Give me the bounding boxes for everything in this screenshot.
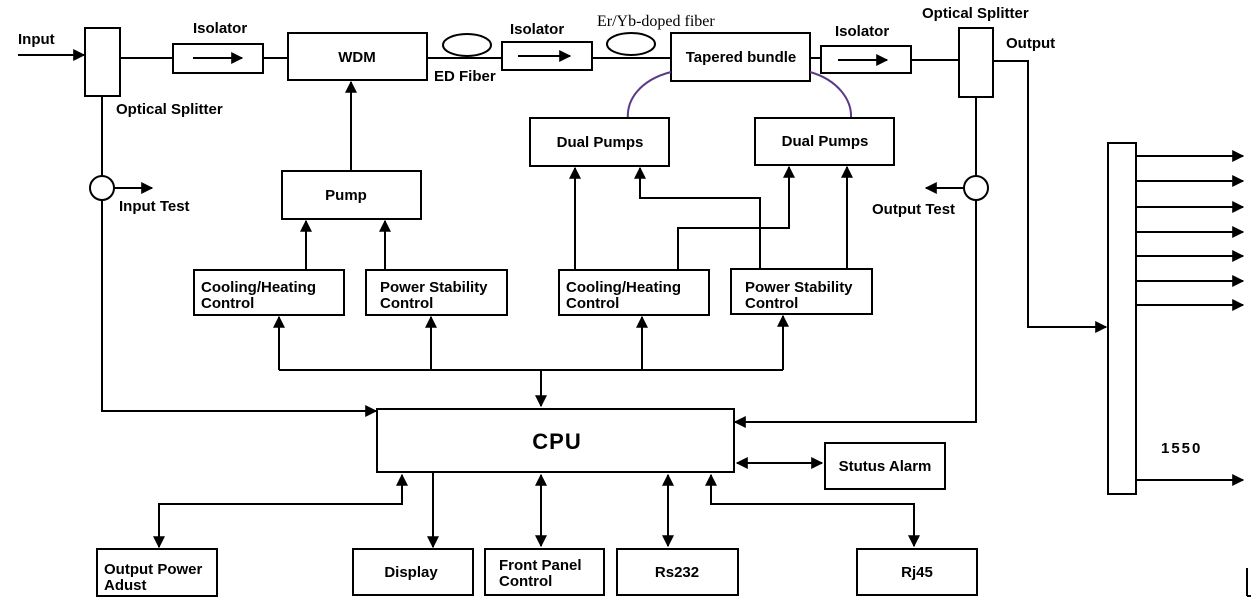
rs232-label: Rs232 — [655, 564, 699, 581]
output-test-label: Output Test — [872, 201, 955, 218]
cpu-rj45-link — [705, 473, 920, 548]
optical-splitter-left-label: Optical Splitter — [116, 101, 223, 118]
cooling-right-label-1: Cooling/Heating — [566, 279, 681, 296]
pump-label: Pump — [325, 187, 367, 204]
pump-fiber-loop-right — [809, 71, 853, 119]
isolator-2-label: Isolator — [510, 21, 564, 38]
dual-pumps-right-box — [754, 117, 895, 166]
tapered-bundle-label: Tapered bundle — [686, 49, 797, 66]
wdm-box — [287, 32, 428, 81]
pump-box — [281, 170, 422, 220]
power-left-label-2: Control — [380, 295, 433, 312]
optical-splitter-left — [84, 27, 121, 97]
rj45-label: Rj45 — [901, 564, 933, 581]
cooling-right-label-2: Control — [566, 295, 619, 312]
display-label: Display — [384, 564, 438, 581]
optical-splitter-right — [958, 27, 994, 98]
input-label: Input — [18, 31, 55, 48]
status-alarm-label: Stutus Alarm — [839, 458, 932, 475]
power-right-to-dual-pumps-left-arrow — [634, 166, 761, 270]
cooling-heating-right-box — [558, 269, 710, 316]
isolator-1-label: Isolator — [193, 20, 247, 37]
output-test-photodiode-icon — [963, 175, 989, 201]
input-test-label: Input Test — [119, 198, 190, 215]
ed-fiber-label: ED Fiber — [434, 68, 496, 85]
cooling-heating-left-box — [193, 269, 345, 316]
output-fiber-line — [993, 60, 1108, 333]
front-panel-label-1: Front Panel — [499, 557, 582, 574]
cooling-right-to-dual-pumps-right-arrow — [677, 165, 795, 270]
front-panel-label-2: Control — [499, 573, 552, 590]
output-label: Output — [1006, 35, 1055, 52]
cpu-label: CPU — [532, 429, 581, 454]
output-test-to-cpu-line — [733, 200, 977, 428]
front-panel-control-box — [484, 548, 605, 596]
output-power-label-1: Output Power — [104, 561, 202, 578]
dual-pumps-right-label: Dual Pumps — [782, 133, 869, 150]
output-power-label-2: Adust — [104, 577, 147, 594]
power-stability-right-box — [730, 268, 873, 315]
power-right-label-2: Control — [745, 295, 798, 312]
isolator-3 — [820, 45, 912, 74]
power-stability-left-box — [365, 269, 508, 316]
display-box — [352, 548, 474, 596]
optical-path: Input Optical Splitter Isolator WDM ED F… — [18, 5, 1108, 333]
isolator-3-label: Isolator — [835, 23, 889, 40]
wavelength-label: 1550 — [1161, 440, 1202, 457]
output-power-adjust-box — [96, 548, 218, 597]
ed-fiber-coil-icon — [442, 33, 492, 57]
power-right-label-1: Power Stability — [745, 279, 853, 296]
wdm-label: WDM — [338, 49, 376, 66]
input-test-to-cpu-line — [101, 200, 378, 417]
optical-splitter-right-label: Optical Splitter — [922, 5, 1029, 22]
pump-fiber-loop-left — [626, 71, 672, 121]
dual-pumps-left-box — [529, 117, 670, 167]
rj45-box — [856, 548, 978, 596]
cpu-output-power-link — [153, 473, 408, 549]
power-left-label-1: Power Stability — [380, 279, 488, 296]
output-splitter-bar — [1107, 142, 1137, 495]
cpu-box — [376, 408, 735, 473]
cooling-left-label-1: Cooling/Heating — [201, 279, 316, 296]
er-yb-fiber-coil-icon — [606, 32, 656, 56]
er-yb-fiber-label: Er/Yb-doped fiber — [597, 13, 715, 30]
splitter-output-arrows — [1136, 150, 1245, 486]
control-bus — [273, 314, 789, 408]
input-test-photodiode-icon — [89, 175, 115, 201]
rs232-box — [616, 548, 739, 596]
cooling-left-label-2: Control — [201, 295, 254, 312]
dual-pumps-left-label: Dual Pumps — [557, 134, 644, 151]
